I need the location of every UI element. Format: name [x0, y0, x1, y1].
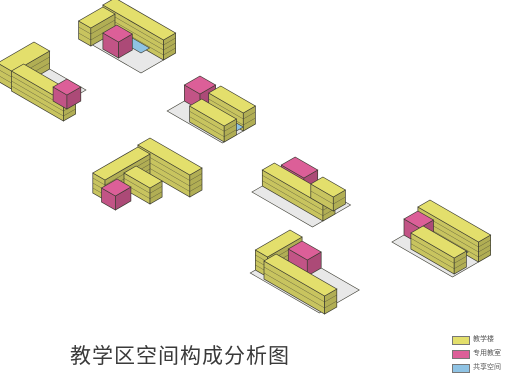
- legend-label-special: 专用教室: [473, 349, 501, 357]
- special-4: [100, 178, 132, 211]
- building-7: [391, 199, 492, 278]
- wing-5b: [310, 176, 347, 212]
- legend-swatch-teaching: [452, 336, 470, 345]
- wing-2b: [77, 6, 116, 47]
- diagram-caption: 教学区空间构成分析图: [70, 344, 290, 368]
- legend-item-teaching: 教学楼: [452, 334, 518, 346]
- wing-4c: [123, 165, 163, 205]
- legend-swatch-special: [452, 350, 470, 359]
- wing-6b: [263, 253, 338, 315]
- special-2: [102, 24, 133, 59]
- wing-2a: [102, 0, 177, 61]
- legend-swatch-shared: [452, 364, 470, 373]
- building-2: [77, 0, 177, 74]
- wing-7b: [410, 225, 468, 275]
- building-6: [249, 229, 360, 315]
- building-4: [92, 137, 203, 211]
- building-3: [166, 75, 257, 144]
- building-1: [0, 41, 87, 122]
- legend-item-special: 专用教室: [452, 348, 518, 360]
- legend: 教学楼 专用教室 共享空间: [452, 334, 518, 376]
- wing-3b: [188, 98, 238, 143]
- legend-item-shared: 共享空间: [452, 362, 518, 374]
- legend-label-shared: 共享空间: [473, 363, 501, 371]
- wing-4a: [137, 137, 203, 198]
- special-1: [52, 78, 82, 110]
- building-5: [251, 156, 352, 228]
- legend-label-teaching: 教学楼: [473, 335, 494, 343]
